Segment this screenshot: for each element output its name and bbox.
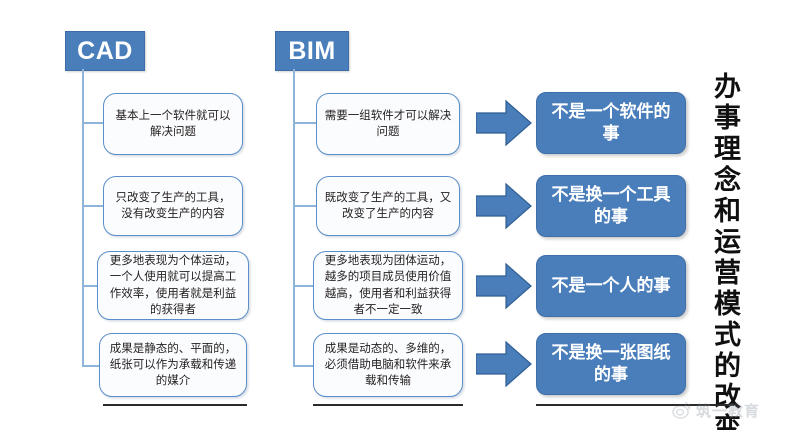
cad-item-text-4: 成果是静态的、平面的，纸张可以作为承载和传递的媒介 [109, 342, 237, 388]
cad-trunk-line [82, 69, 84, 366]
cad-item-box-2: 只改变了生产的工具，没有改变生产的内容 [103, 176, 243, 236]
bim-item-box-2: 既改变了生产的工具，又改变了生产的内容 [316, 176, 460, 236]
column-header-bim-label: BIM [288, 36, 336, 65]
bim-item-box-3: 更多地表现为团体运动，越多的项目成员使用价值越高，使用者和利益获得者不一定一致 [313, 251, 463, 320]
watermark: 筑一教育 [672, 400, 760, 421]
result-text-1: 不是一个软件的事 [551, 101, 671, 143]
arrow-icon-2 [476, 182, 532, 230]
cad-branch-3 [82, 285, 104, 287]
bim-item-text-1: 需要一组软件才可以解决问题 [324, 109, 452, 138]
cad-branch-1 [82, 122, 104, 124]
bottom-rule-left [103, 404, 247, 406]
bim-branch-1 [293, 122, 317, 124]
bim-trunk-line [293, 69, 295, 366]
bottom-rule-right [536, 404, 734, 406]
cad-item-text-1: 基本上一个软件就可以解决问题 [115, 109, 231, 138]
bim-item-text-2: 既改变了生产的工具，又改变了生产的内容 [324, 191, 452, 220]
result-text-2: 不是换一个工具的事 [551, 184, 671, 226]
cad-item-text-2: 只改变了生产的工具，没有改变生产的内容 [115, 191, 231, 220]
column-header-bim: BIM [275, 31, 349, 71]
cad-item-box-3: 更多地表现为个体运动，一个人使用就可以提高工作效率，使用者就是利益的获得者 [97, 251, 249, 320]
bottom-rule-middle [313, 404, 463, 406]
bim-item-box-1: 需要一组软件才可以解决问题 [316, 93, 460, 155]
result-box-2: 不是换一个工具的事 [536, 175, 686, 237]
result-text-3: 不是一个人的事 [551, 275, 671, 295]
bim-item-box-4: 成果是动态的、多维的，必须借助电脑和软件来承载和传输 [313, 333, 463, 397]
cad-item-box-1: 基本上一个软件就可以解决问题 [103, 93, 243, 155]
cad-branch-2 [82, 205, 104, 207]
bim-branch-3 [293, 285, 317, 287]
arrow-icon-4 [476, 340, 532, 388]
bim-item-text-4: 成果是动态的、多维的，必须借助电脑和软件来承载和传输 [324, 342, 452, 388]
result-box-4: 不是换一张图纸的事 [536, 333, 686, 395]
weibo-eye-icon [672, 402, 691, 419]
watermark-text: 筑一教育 [696, 403, 761, 420]
result-text-4: 不是换一张图纸的事 [551, 342, 671, 384]
cad-item-box-4: 成果是静态的、平面的，纸张可以作为承载和传递的媒介 [99, 333, 247, 397]
result-box-1: 不是一个软件的事 [536, 92, 686, 154]
vertical-title: 办事理念和运营模式的改变 [710, 72, 740, 430]
cad-branch-4 [82, 365, 104, 367]
cad-item-text-3: 更多地表现为个体运动，一个人使用就可以提高工作效率，使用者就是利益的获得者 [109, 254, 237, 316]
result-box-3: 不是一个人的事 [536, 255, 686, 317]
arrow-icon-3 [476, 262, 532, 310]
bim-item-text-3: 更多地表现为团体运动，越多的项目成员使用价值越高，使用者和利益获得者不一定一致 [324, 254, 452, 316]
bim-branch-2 [293, 205, 317, 207]
column-header-cad-label: CAD [77, 36, 133, 65]
arrow-icon-1 [476, 99, 532, 147]
column-header-cad: CAD [65, 31, 145, 71]
bim-branch-4 [293, 365, 317, 367]
